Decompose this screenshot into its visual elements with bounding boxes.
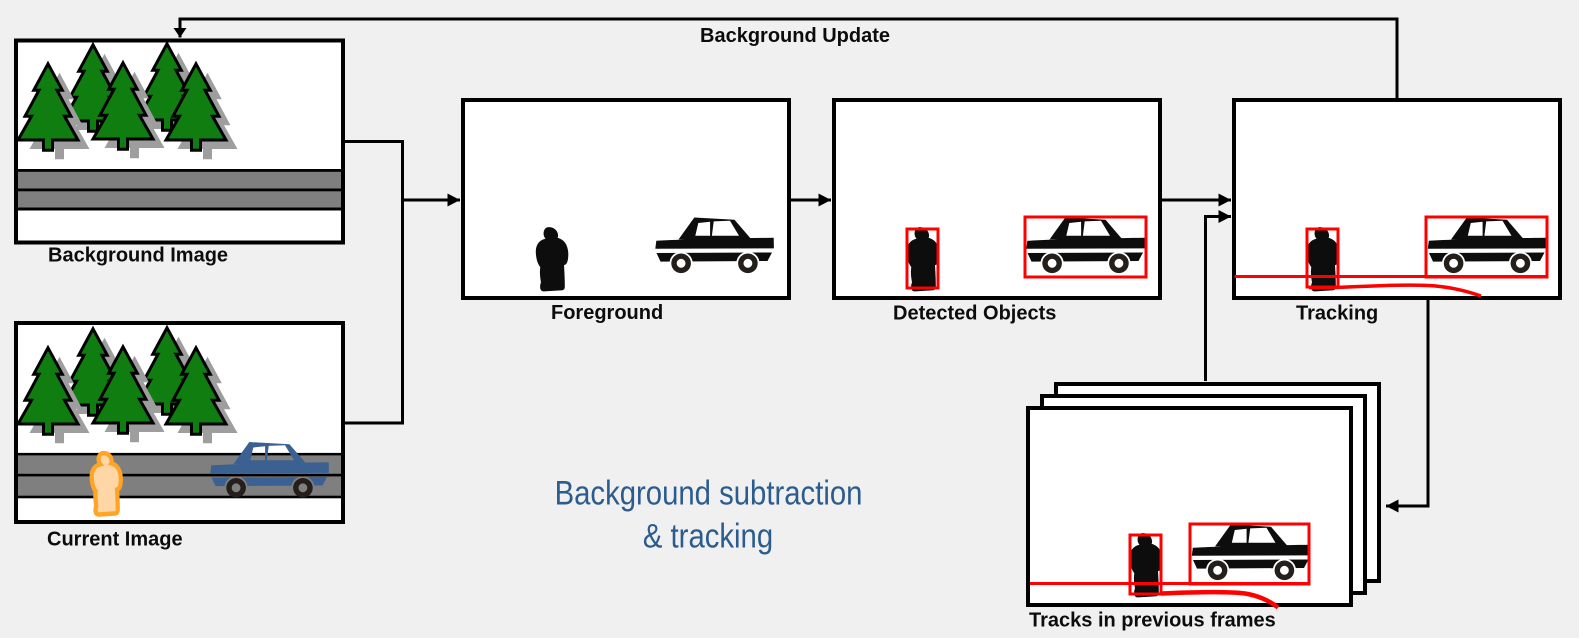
svg-text:Background subtraction: Background subtraction (555, 473, 863, 512)
svg-text:Background Image: Background Image (48, 245, 228, 267)
svg-text:Tracking: Tracking (1296, 303, 1378, 325)
svg-text:Foreground: Foreground (551, 302, 663, 324)
svg-text:& tracking: & tracking (643, 516, 773, 555)
svg-text:Tracks in previous frames: Tracks in previous frames (1029, 610, 1276, 632)
svg-text:Background Update: Background Update (700, 25, 890, 47)
svg-text:Detected Objects: Detected Objects (893, 303, 1056, 325)
svg-text:Current Image: Current Image (47, 529, 183, 551)
